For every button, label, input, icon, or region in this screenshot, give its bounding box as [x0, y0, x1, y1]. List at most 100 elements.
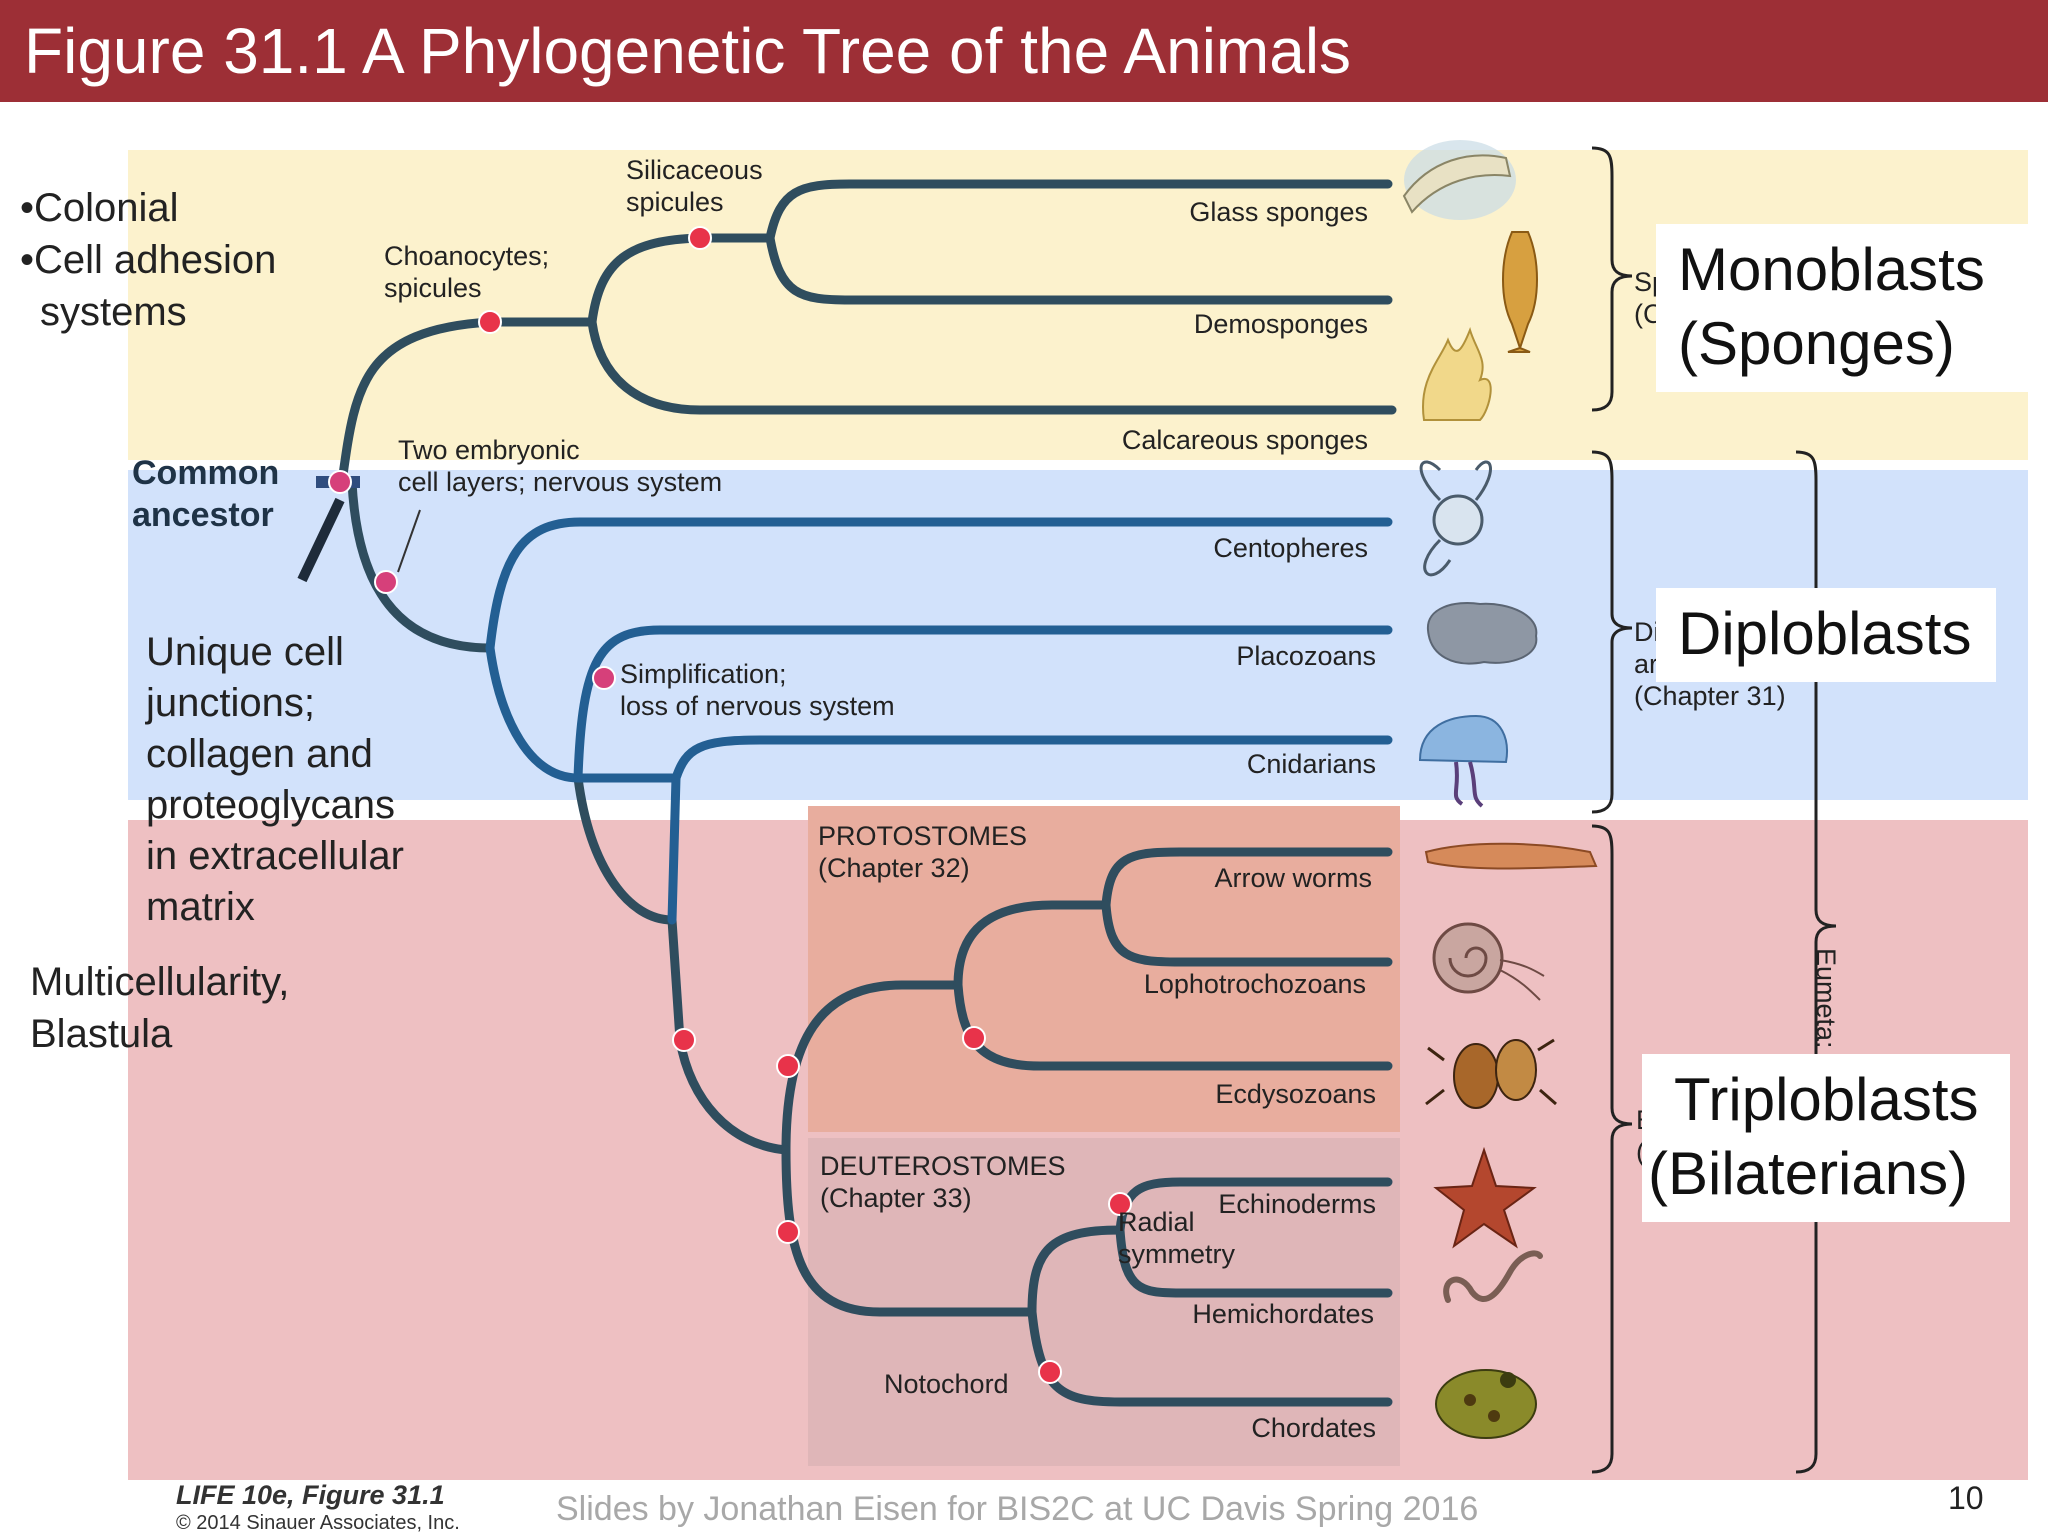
note-cell-adhesion: •Cell adhesion — [20, 238, 277, 282]
bracket-text-bilat-2: ( — [1636, 1137, 1645, 1167]
trait-dot-notochord — [1038, 1360, 1062, 1384]
monoblasts-label: Monoblasts — [1678, 236, 1985, 303]
branch-lophotrochozoans — [1101, 900, 1393, 967]
branch-chordates — [1027, 1307, 1393, 1407]
taxon-label: Lophotrochozoans — [1143, 969, 1366, 999]
starfish-icon — [1433, 1146, 1537, 1249]
taxon-label: Calcareous sponges — [1121, 425, 1368, 455]
trait-dot-common-ancestor — [328, 470, 352, 494]
taxon-label: Chordates — [1251, 1413, 1376, 1443]
branch-glass — [765, 179, 1393, 243]
trait-loss-nervous-system: loss of nervous system — [620, 691, 895, 721]
bracket-text-diplo-chapter: (Chapter 31) — [1634, 681, 1786, 711]
branch-deutero-split — [1027, 1225, 1125, 1317]
trait-dot-ecdysozoans — [962, 1026, 986, 1050]
bracket-diploblasts — [1591, 450, 1633, 814]
taxon-label: Echinoderms — [1218, 1189, 1376, 1219]
diploblasts-panel: Diploblasts — [1656, 588, 1996, 682]
group-deuterostomes: DEUTEROSTOMES — [820, 1151, 1066, 1181]
trait-dot-simplification — [592, 666, 616, 690]
trait-dot-deuterostomes — [776, 1220, 800, 1244]
bracket-eumetazoa — [1795, 450, 1837, 1474]
bracket-bilaterians — [1591, 824, 1633, 1474]
note-common-ancestor-2: ancestor — [132, 496, 274, 534]
trait-dot-two-layers — [374, 570, 398, 594]
trait-siliceous: Silicaceous — [626, 155, 763, 185]
calcareous-sponge-icon — [1421, 326, 1492, 421]
trait-dot-protostomes — [776, 1054, 800, 1078]
monoblasts-panel: Monoblasts (Sponges) — [1656, 224, 2032, 392]
taxon-label: Centopheres — [1213, 533, 1368, 563]
nautilus-icon — [1432, 922, 1545, 1001]
group-protostomes: PROTOSTOMES — [818, 821, 1028, 851]
trait-spicules: spicules — [384, 273, 482, 303]
bracket-text-diplo: Di — [1634, 617, 1660, 647]
note-line: proteoglycans — [146, 783, 396, 827]
trait-siliceous-2: spicules — [626, 187, 724, 217]
bracket-text-diplo-2: ar — [1634, 649, 1659, 679]
triploblasts-panel: Triploblasts (Bilaterians) — [1642, 1054, 2010, 1222]
taxon-label: Placozoans — [1236, 641, 1376, 671]
note-blastula: Blastula — [30, 1012, 173, 1056]
arrow-worm-icon — [1424, 842, 1598, 870]
acorn-worm-icon — [1443, 1250, 1543, 1303]
taxon-label: Glass sponges — [1189, 197, 1368, 227]
group-deuterostomes-chapter: (Chapter 33) — [820, 1183, 972, 1213]
note-line: Unique cell — [146, 630, 344, 674]
trait-dot-siliceous — [688, 226, 712, 250]
branch-root — [337, 317, 495, 487]
note-line: matrix — [146, 885, 255, 929]
branch-protostomes — [781, 980, 963, 1155]
branch-deuterostomes — [781, 1145, 1037, 1317]
triploblasts-label: Triploblasts — [1674, 1066, 1979, 1133]
branch-bilateria-stem — [573, 773, 677, 925]
ctenophore-icon — [1419, 460, 1492, 577]
trait-dot-radial-symmetry — [1108, 1192, 1132, 1216]
trait-nervous-system: cell layers; nervous system — [398, 467, 723, 497]
bracket-text-eumetazoa: Eumeta: — [1811, 948, 1841, 1049]
trait-two-layers: Two embryonic — [398, 435, 580, 465]
bracket-sponges — [1591, 146, 1633, 412]
taxon-label: Arrow worms — [1214, 863, 1372, 893]
glass-sponge-icon — [1402, 140, 1516, 220]
branch-ambulacraria-split — [1115, 1177, 1393, 1235]
trait-dot-bilateria — [672, 1028, 696, 1052]
beetle-icon — [1425, 1038, 1557, 1109]
branch-eumetazoa-rest — [485, 643, 583, 783]
trait-choanocytes: Choanocytes; — [384, 241, 550, 271]
branch-arrow-worms — [1101, 847, 1393, 910]
branch-hemichordates — [1115, 1225, 1393, 1298]
note-line: junctions; — [146, 681, 315, 725]
placozoan-icon — [1426, 602, 1538, 665]
diploblasts-label: Diploblasts — [1678, 600, 1972, 667]
note-cell-adhesion-2: systems — [40, 290, 187, 334]
taxon-label: Hemichordates — [1192, 1299, 1374, 1329]
triploblasts-sublabel: (Bilaterians) — [1648, 1140, 1969, 1207]
footer-copyright: © 2014 Sinauer Associates, Inc. — [176, 1512, 460, 1534]
embryonic-pointer — [397, 509, 421, 573]
monoblasts-sublabel: (Sponges) — [1678, 310, 1955, 377]
trait-dot-choanocytes — [478, 310, 502, 334]
branch-eumetazoa-split — [485, 517, 1393, 653]
taxon-label: Cnidarians — [1246, 749, 1376, 779]
demosponge-icon — [1502, 231, 1538, 353]
trait-radial: Radial — [1118, 1207, 1195, 1237]
taxon-label: Ecdysozoans — [1215, 1079, 1376, 1109]
protostome-box — [808, 806, 1400, 1132]
branch-demo — [765, 233, 1393, 305]
note-colonial: •Colonial — [20, 186, 179, 230]
slide-title: Figure 31.1 A Phylogenetic Tree of the A… — [24, 15, 1352, 87]
deuterostome-box — [808, 1138, 1400, 1466]
note-line: in extracellular — [146, 834, 404, 878]
note-common-ancestor: Common — [132, 454, 280, 492]
jellyfish-icon — [1418, 714, 1508, 808]
footer-credit: Slides by Jonathan Eisen for BIS2C at UC… — [556, 1490, 1479, 1528]
branch-cnidarian-stem — [671, 735, 1393, 783]
footer-book: LIFE 10e, Figure 31.1 — [176, 1480, 445, 1510]
branch-proto-split — [953, 900, 1111, 990]
note-unique-junctions: Unique cell junctions; collagen and prot… — [146, 630, 404, 930]
common-ancestor-pointer — [297, 497, 345, 583]
branch-ecdysozoans — [953, 980, 1393, 1071]
trait-symmetry: symmetry — [1118, 1239, 1235, 1269]
branch-calcareous — [587, 317, 1397, 415]
